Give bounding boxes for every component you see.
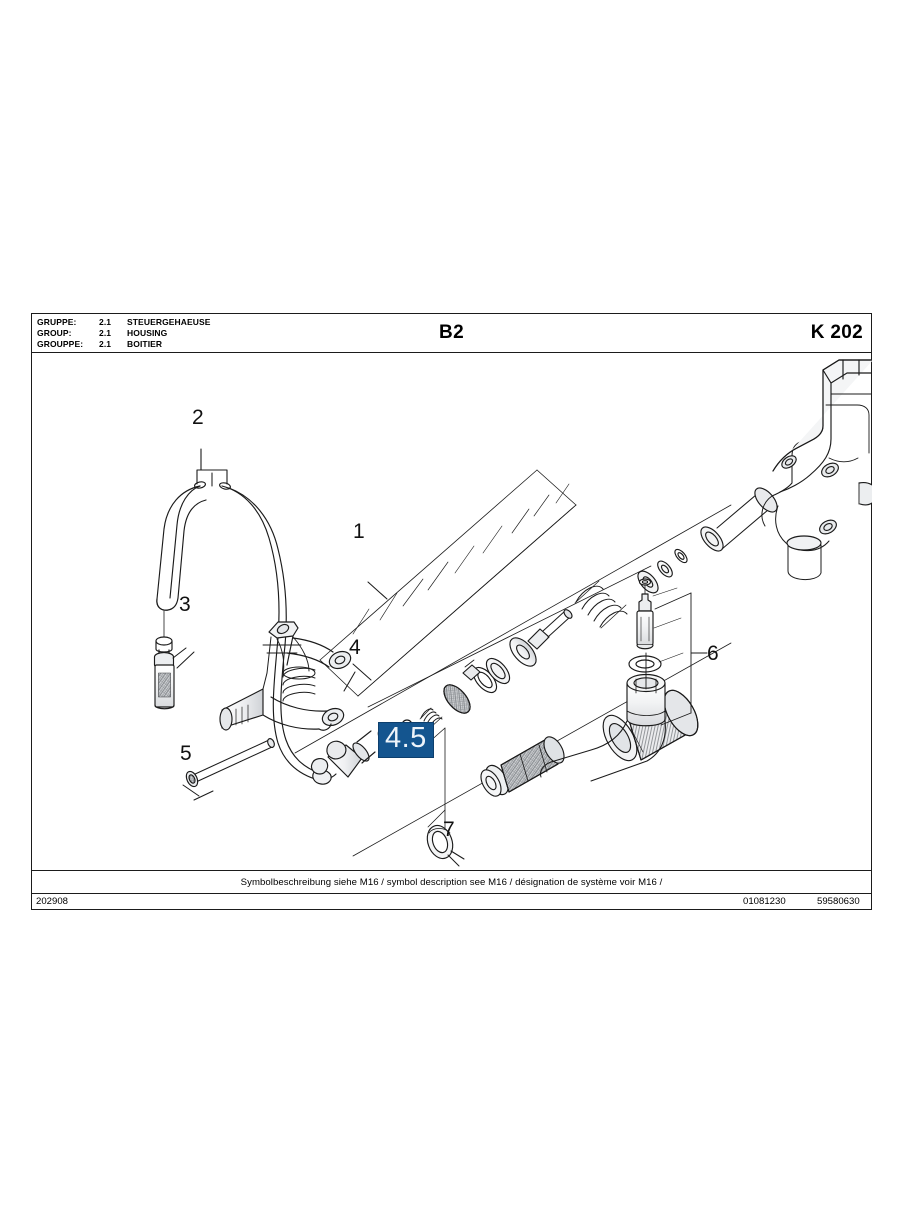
callout-leaders [172,472,465,860]
symbol-note-text: Symbolbeschreibung siehe M16 / symbol de… [240,876,663,888]
group-label-de: GRUPPE: [37,317,77,327]
part-inlet-sieve-4-5 [427,689,699,844]
part-hose-2 [156,448,337,781]
callout-7: 7 [443,818,455,841]
model-code-wrap: K 202 [811,313,863,353]
callout-2: 2 [192,406,204,429]
symbol-note-band: Symbolbeschreibung siehe M16 / symbol de… [31,870,872,893]
callout-4: 4 [349,636,361,659]
callout-5: 5 [180,742,192,765]
group-number-en: 2.1 [99,327,112,338]
exploded-diagram-svg [153,359,872,867]
group-value-en: HOUSING [127,327,168,338]
diagram-sheet: GRUPPE: 2.1 STEUERGEHAEUSE GROUP: 2.1 HO… [31,313,872,910]
group-label-fr: GROUPPE: [37,338,84,349]
part-lever-bracket-4 [219,621,352,731]
doc-number: 202908 [36,896,69,907]
group-row-de: GRUPPE: 2.1 STEUERGEHAEUSE [37,317,337,328]
callout-3: 3 [179,593,191,616]
group-row-fr: GROUPPE: 2.1 BOITIER [37,339,337,350]
group-number-fr: 2.1 [99,338,112,349]
group-block: GRUPPE: 2.1 STEUERGEHAEUSE GROUP: 2.1 HO… [37,317,337,349]
sheet-header: GRUPPE: 2.1 STEUERGEHAEUSE GROUP: 2.1 HO… [31,313,872,353]
part-seal-ring-7 [426,809,460,867]
callout-6: 6 [707,642,719,665]
callout-1: 1 [353,520,365,543]
identifier-band: 202908 01081230 59580630 [31,893,872,910]
sheet-border [31,313,872,910]
date-code: 01081230 [743,896,786,907]
group-row-en: GROUP: 2.1 HOUSING [37,328,337,339]
page-code: B2 [439,322,464,343]
part-suction-filter-3 [153,609,175,710]
highlighted-callout-4-5[interactable]: 4.5 [378,722,434,758]
group-value-de: STEUERGEHAEUSE [127,317,211,327]
group-label-en: GROUP: [37,327,72,338]
drawing-number: 59580630 [817,896,860,907]
part-screw-5 [182,738,275,797]
page-code-wrap: B2 [31,313,872,353]
model-code: K 202 [810,322,863,343]
group-number-de: 2.1 [99,317,112,327]
part-inlet-connection-6 [540,578,708,782]
drawing-area [31,353,872,870]
part-housing-body [761,359,872,580]
group-value-fr: BOITIER [127,338,163,349]
